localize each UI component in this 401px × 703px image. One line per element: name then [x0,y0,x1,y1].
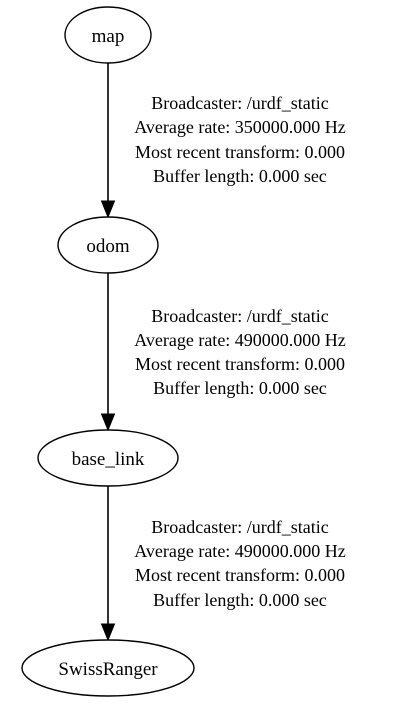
edge-broadcaster: Broadcaster: /urdf_static [151,306,328,326]
node-base-link[interactable]: base_link [37,429,179,487]
node-swissranger-label: SwissRanger [58,659,158,680]
arrowhead-icon [100,623,116,642]
arrowhead-icon [100,413,116,432]
node-base-link-label: base_link [72,449,145,470]
node-odom-label: odom [86,236,130,257]
edge-buffer-length: Buffer length: 0.000 sec [153,166,327,186]
edge-average-rate: Average rate: 490000.000 Hz [134,541,346,561]
edge-average-rate: Average rate: 350000.000 Hz [134,117,346,137]
edge-buffer-length: Buffer length: 0.000 sec [153,378,327,398]
edge-average-rate: Average rate: 490000.000 Hz [134,330,346,350]
edge-most-recent-transform: Most recent transform: 0.000 [135,565,345,585]
edge-most-recent-transform: Most recent transform: 0.000 [135,142,345,162]
edge-broadcaster: Broadcaster: /urdf_static [151,517,328,537]
edge-broadcaster: Broadcaster: /urdf_static [151,93,328,113]
edge-base-link-swissranger: Broadcaster: /urdf_static Average rate: … [100,486,346,642]
edge-buffer-length: Buffer length: 0.000 sec [153,590,327,610]
node-swissranger[interactable]: SwissRanger [21,639,195,697]
node-map-label: map [92,26,125,47]
edge-odom-base-link: Broadcaster: /urdf_static Average rate: … [100,273,346,432]
edge-most-recent-transform: Most recent transform: 0.000 [135,354,345,374]
node-map[interactable]: map [64,6,152,64]
edge-map-odom: Broadcaster: /urdf_static Average rate: … [100,63,346,219]
node-odom[interactable]: odom [57,216,159,274]
arrowhead-icon [100,200,116,219]
